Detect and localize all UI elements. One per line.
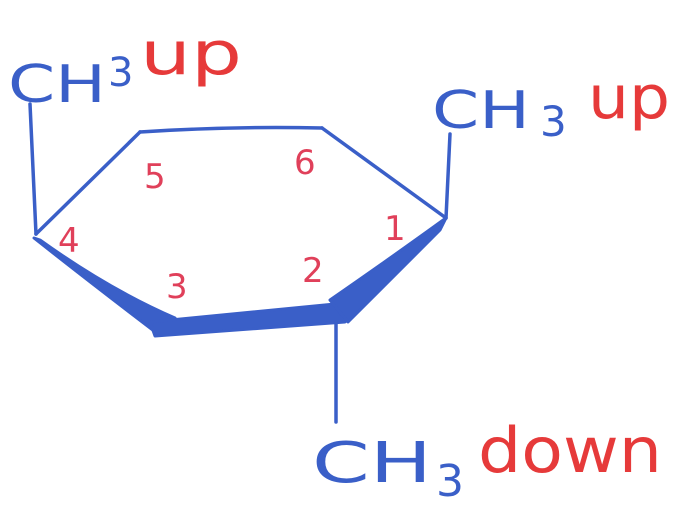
- bond-c4-c5: [34, 130, 142, 236]
- methyl-label-top-left: CH: [8, 55, 106, 115]
- carbon-number-1: 1: [384, 209, 406, 249]
- substituent-top-right: CH 3 up: [432, 63, 670, 146]
- bond-c5-c6: [138, 125, 324, 134]
- bond-c2-c1: [328, 216, 448, 324]
- methyl-label-bottom: CH: [312, 431, 432, 496]
- methyl-label-top-right: CH: [432, 81, 530, 141]
- carbon-number-2: 2: [302, 251, 324, 291]
- direction-label-bottom: down: [478, 414, 662, 487]
- substituent-bonds: [28, 102, 452, 424]
- ring-numbers: 5 6 4 1 3 2: [58, 143, 406, 307]
- bond-c1-methyl: [444, 132, 452, 220]
- bond-c4-c3: [32, 236, 177, 336]
- direction-label-top-left: up: [140, 19, 242, 89]
- methyl-subscript-top-left: 3: [108, 50, 133, 96]
- bond-c3-c2: [148, 302, 347, 338]
- substituent-top-left: CH 3 up: [8, 19, 242, 115]
- carbon-number-3: 3: [166, 267, 188, 307]
- ring-back-edges: [34, 125, 448, 236]
- carbon-number-4: 4: [58, 221, 80, 261]
- bond-c6-c1: [320, 126, 448, 220]
- direction-label-top-right: up: [588, 63, 670, 133]
- methyl-subscript-bottom: 3: [436, 456, 464, 507]
- ring-front-edges: [32, 216, 448, 338]
- carbon-number-6: 6: [294, 143, 316, 183]
- methyl-subscript-top-right: 3: [540, 97, 567, 146]
- substituent-bottom: CH 3 down: [312, 414, 662, 507]
- carbon-number-5: 5: [144, 157, 166, 197]
- bond-c4-methyl: [28, 102, 38, 236]
